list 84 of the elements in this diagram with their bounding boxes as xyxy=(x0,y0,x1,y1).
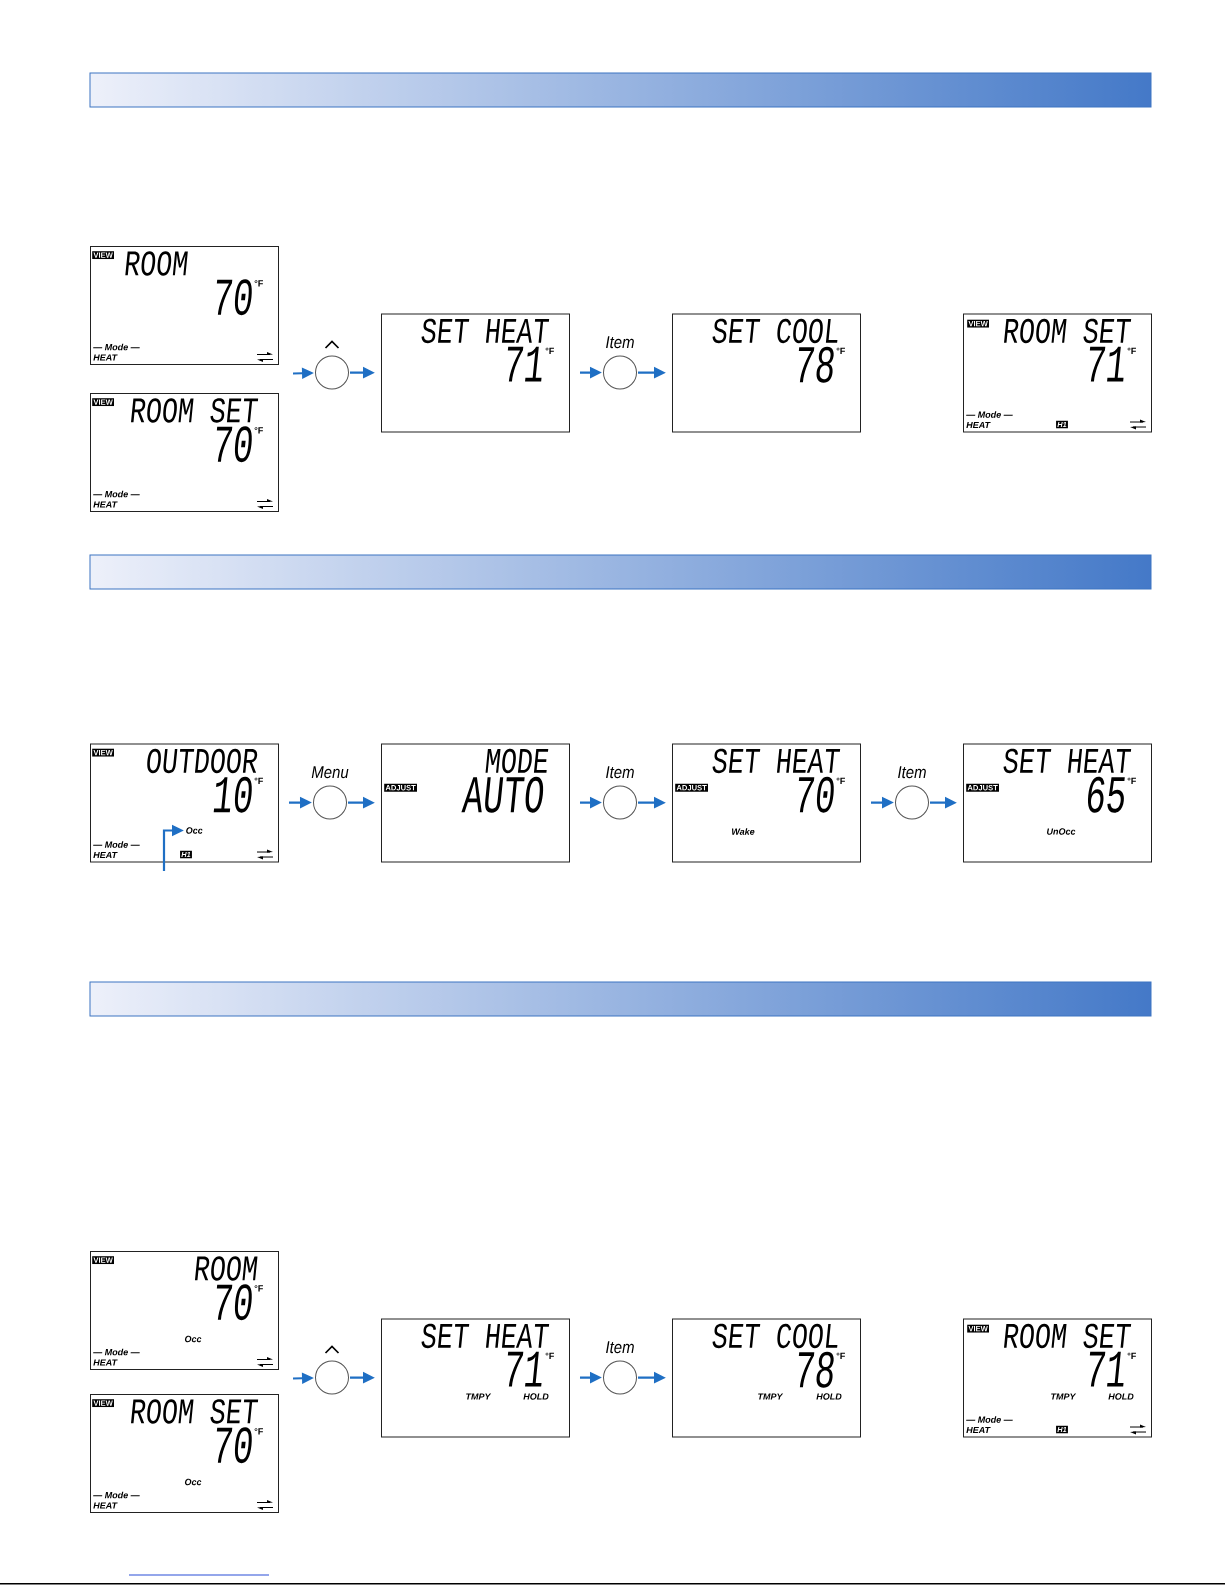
lcd-screen xyxy=(381,743,570,863)
lcd-label: HEAT xyxy=(93,1359,118,1366)
mode-label: — Mode — xyxy=(966,411,1013,418)
unit-label: °F xyxy=(254,777,263,784)
lcd-label: Occ xyxy=(184,1335,202,1343)
lcd-label: HOLD xyxy=(816,1393,842,1400)
segment-text: SET COOL xyxy=(712,1323,838,1349)
lcd-label: TMPY xyxy=(466,1393,492,1400)
button-label: Item xyxy=(606,336,634,349)
lcd-label: HOLD xyxy=(523,1393,549,1400)
unit-label: °F xyxy=(1127,347,1136,354)
lcd-screen xyxy=(90,1251,279,1370)
segment-text: ROOM xyxy=(194,1256,258,1281)
segment-digits: 70 xyxy=(216,426,252,463)
lcd-screen xyxy=(963,743,1152,863)
unit-label: °F xyxy=(836,1352,845,1359)
lcd-label: HEAT xyxy=(93,1502,118,1509)
lcd-screen xyxy=(963,313,1152,433)
segment-digits: 71 xyxy=(1089,1351,1124,1387)
segment-digits: 78 xyxy=(798,346,834,383)
segment-text: SET HEAT xyxy=(421,318,550,344)
segment-text: SET HEAT xyxy=(421,1323,550,1349)
lcd-label: HEAT xyxy=(966,1426,991,1434)
lcd-screen xyxy=(672,313,861,433)
unit-label: °F xyxy=(836,347,845,354)
unit-label: °F xyxy=(1127,777,1136,784)
unit-label: °F xyxy=(545,347,554,354)
mode-label: — Mode — xyxy=(93,490,140,498)
lcd-label: HEAT xyxy=(93,851,118,859)
segment-digits: AUTO xyxy=(461,776,544,813)
lcd-label: UnOcc xyxy=(1047,828,1076,835)
segment-digits: 78 xyxy=(798,1351,834,1388)
segment-digits: 71 xyxy=(507,346,542,382)
lcd-label: HEAT xyxy=(93,501,118,508)
button-label: Menu xyxy=(311,766,349,779)
unit-label: °F xyxy=(254,427,263,434)
segment-digits: 65 xyxy=(1088,776,1125,813)
button-label: Item xyxy=(898,766,926,779)
segment-text: MODE xyxy=(485,748,549,774)
segment-text: OUTDOOR xyxy=(147,748,258,774)
segment-text: SET COOL xyxy=(712,318,838,344)
unit-label: °F xyxy=(254,1285,263,1292)
segment-digits: 70 xyxy=(216,1427,252,1464)
unit-label: °F xyxy=(254,280,263,287)
lcd-screen xyxy=(90,246,279,365)
lcd-screen xyxy=(672,743,861,863)
segment-text: SET HEAT xyxy=(1003,748,1132,774)
segment-digits: 70 xyxy=(216,1284,252,1321)
mode-label: — Mode — xyxy=(93,841,140,848)
segment-text: ROOM SET xyxy=(131,398,259,423)
segment-digits: 71 xyxy=(507,1351,542,1387)
unit-label: °F xyxy=(545,1352,554,1359)
mode-label: — Mode — xyxy=(93,343,140,351)
lcd-label: TMPY xyxy=(1051,1393,1077,1400)
mode-label: — Mode — xyxy=(93,1348,140,1356)
segment-digits: 70 xyxy=(798,776,834,813)
lcd-label: HEAT xyxy=(93,354,118,361)
unit-label: °F xyxy=(836,777,845,784)
segment-text: ROOM SET xyxy=(131,1399,259,1424)
lcd-label: Occ xyxy=(184,1478,202,1486)
lcd-screen xyxy=(381,1318,570,1438)
lcd-label: TMPY xyxy=(758,1393,784,1400)
lcd-label: Wake xyxy=(732,828,755,835)
segment-digits: 10 xyxy=(213,776,252,813)
segment-digits: 70 xyxy=(216,279,252,316)
unit-label: °F xyxy=(1127,1352,1136,1359)
segment-text: SET HEAT xyxy=(712,748,841,774)
lcd-label: Occ xyxy=(186,827,203,834)
lcd-screen xyxy=(963,1318,1152,1438)
segment-text: ROOM SET xyxy=(1004,318,1132,344)
button-label: Item xyxy=(606,1341,634,1354)
button-label: Item xyxy=(606,766,634,779)
segment-text: ROOM xyxy=(125,251,188,276)
lcd-screen xyxy=(90,393,279,512)
mode-label: — Mode — xyxy=(93,1491,140,1499)
lcd-label: HEAT xyxy=(966,421,991,429)
segment-digits: 71 xyxy=(1089,346,1124,382)
lcd-label: HOLD xyxy=(1108,1393,1134,1400)
unit-label: °F xyxy=(254,1428,263,1435)
lcd-screen xyxy=(90,1394,279,1513)
lcd-screen xyxy=(381,313,570,433)
lcd-screen xyxy=(672,1318,861,1438)
segment-text: ROOM SET xyxy=(1004,1323,1132,1349)
mode-label: — Mode — xyxy=(966,1416,1013,1423)
